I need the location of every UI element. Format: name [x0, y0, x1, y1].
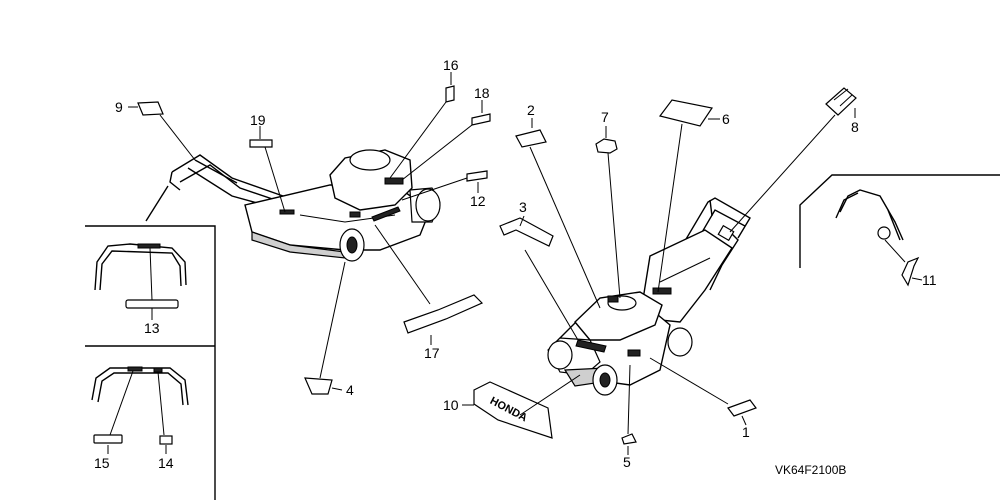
callout-14: 14 [158, 455, 174, 471]
label-19 [249, 126, 286, 213]
callout-labels: 1 2 3 4 5 6 7 8 9 10 11 12 13 14 15 16 1… [94, 57, 937, 471]
drawing-code: VK64F2100B [775, 463, 846, 477]
callout-13: 13 [144, 320, 160, 336]
callout-10: 10 [443, 397, 459, 413]
callout-8: 8 [851, 119, 859, 135]
left-mower [169, 149, 441, 262]
label-9 [128, 101, 196, 161]
callout-9: 9 [115, 99, 123, 115]
label-3 [499, 215, 579, 341]
label-1 [649, 357, 757, 426]
label-2 [515, 118, 601, 309]
label-10: HONDA [462, 374, 581, 439]
label-4 [304, 261, 346, 395]
callout-19: 19 [250, 112, 266, 128]
callout-18: 18 [474, 85, 490, 101]
label-7 [595, 126, 621, 299]
label-17 [374, 224, 484, 345]
callout-16: 16 [443, 57, 459, 73]
callout-17: 17 [424, 345, 440, 361]
callout-5: 5 [623, 454, 631, 470]
callout-3: 3 [519, 199, 527, 215]
callout-1: 1 [742, 424, 750, 440]
handle-detail-inset [85, 185, 216, 500]
callout-7: 7 [601, 109, 609, 125]
handle-detail-inset-right [799, 174, 1000, 287]
callout-4: 4 [346, 382, 354, 398]
label-12 [401, 170, 488, 201]
callout-2: 2 [527, 102, 535, 118]
right-mower [547, 197, 751, 396]
label-18 [401, 100, 491, 181]
label-8 [729, 87, 857, 233]
callout-15: 15 [94, 455, 110, 471]
callout-11: 11 [922, 272, 937, 288]
label-6 [657, 99, 720, 293]
label-16 [389, 72, 455, 179]
label-5 [621, 364, 637, 455]
callout-12: 12 [470, 193, 486, 209]
callout-6: 6 [722, 111, 730, 127]
